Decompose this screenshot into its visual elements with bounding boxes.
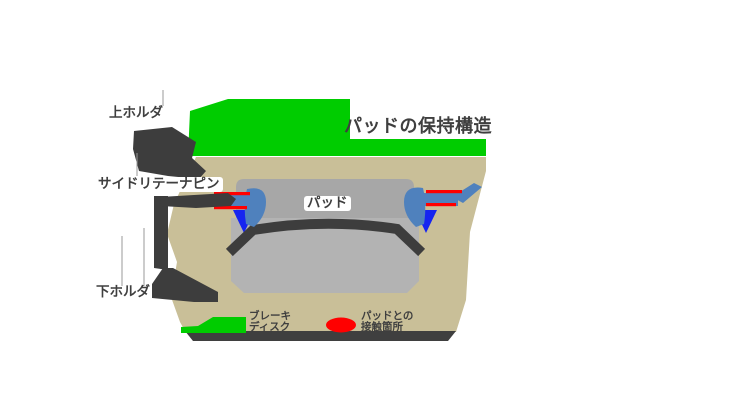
legend-red-swatch (326, 317, 356, 333)
left-contact-line-bottom (214, 206, 247, 210)
upper-holder-label: 上ホルダ (109, 105, 163, 121)
right-pin-arm (452, 183, 482, 203)
lower-holder-label: 下ホルダ (96, 284, 150, 300)
right-pin-shaft (420, 193, 458, 206)
side-retainer-pin-label: サイドリテーナピン (95, 177, 223, 192)
retainer-spring (225, 218, 426, 257)
left-contact-line-top (214, 192, 250, 196)
right-contact-line-bottom (426, 203, 456, 207)
upper-holder-part (133, 127, 206, 179)
brake-disc-region (188, 99, 486, 156)
legend-green-swatch (181, 317, 246, 333)
holder-bottom-edge (185, 331, 456, 341)
legend-red-label: パッドとの 接触箇所 (361, 310, 414, 333)
lower-holder-column (154, 196, 168, 270)
right-pin-lug (404, 187, 426, 227)
side-retainer-pin-part (160, 193, 236, 208)
figure-title: パッドの保持構造 (344, 116, 492, 137)
pad-label: パッド (304, 196, 351, 211)
left-pin-lug (244, 188, 266, 227)
right-contact-line-top (426, 190, 462, 194)
lower-holder-arm (152, 268, 218, 302)
pad-lining (231, 218, 419, 293)
legend-green-label: ブレーキ ディスク (249, 310, 291, 333)
